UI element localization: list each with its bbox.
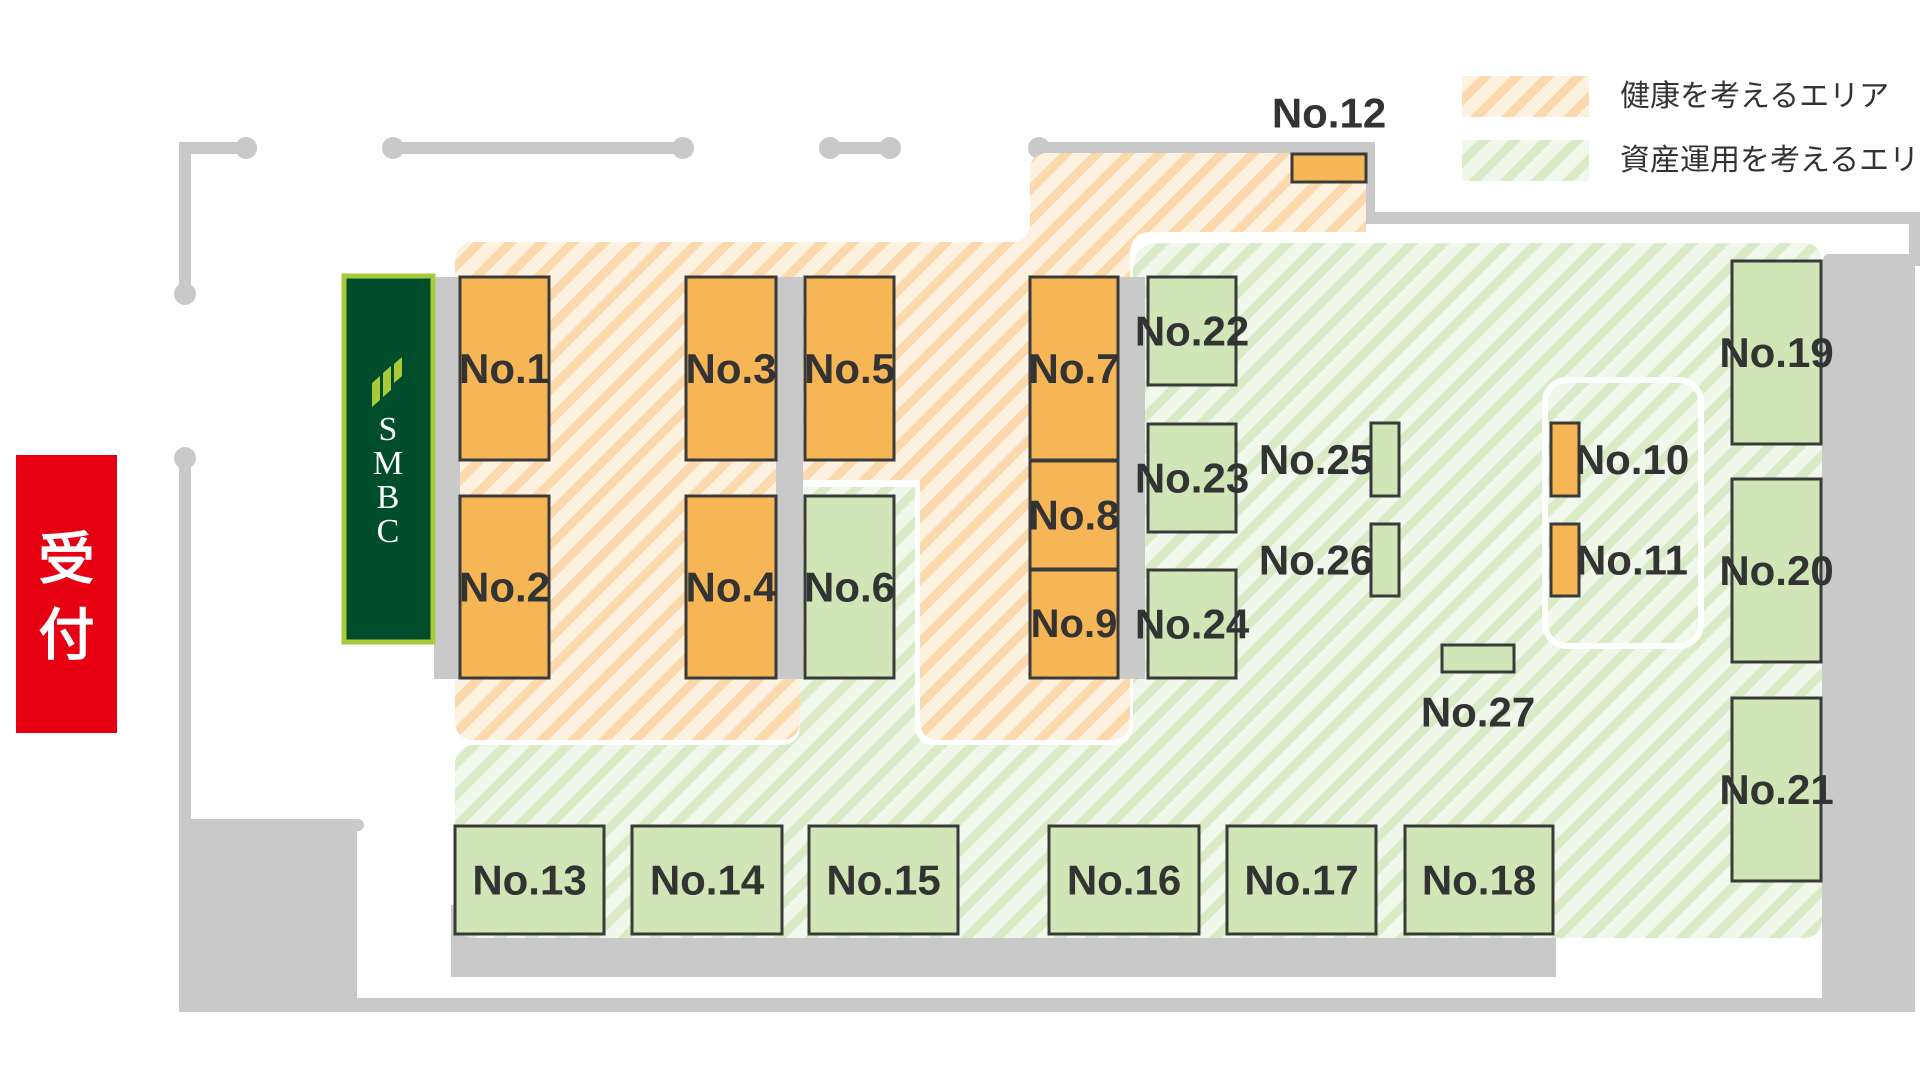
booth-9[interactable]: No.9	[1028, 568, 1120, 680]
booth-5[interactable]: No.5	[803, 275, 896, 462]
booth-13[interactable]: No.13	[453, 824, 606, 936]
booth-8[interactable]: No.8	[1028, 459, 1120, 571]
svg-text:M: M	[373, 445, 403, 482]
booth-label: No.8	[1028, 492, 1119, 539]
booth-12[interactable]: No.12	[1272, 90, 1386, 184]
booth-label: No.1	[459, 345, 550, 392]
booths: No.1 No.2 No.3 No.4 No.5 No.6 No.7 No.8 …	[453, 90, 1834, 936]
booth-7[interactable]: No.7	[1028, 275, 1120, 462]
booth-label: No.4	[685, 564, 777, 611]
booth-25[interactable]: No.25	[1259, 421, 1401, 498]
booth-27[interactable]: No.27	[1421, 643, 1535, 736]
legend-item-health: 健康を考えるエリア	[1462, 76, 1889, 117]
booth-label: No.6	[804, 564, 895, 611]
booth-label: No.22	[1135, 308, 1249, 355]
booth-11[interactable]: No.11	[1549, 522, 1688, 598]
booth-label: No.14	[650, 857, 765, 904]
smbc-logo: S M B C	[341, 273, 436, 645]
booth-20[interactable]: No.20	[1719, 477, 1834, 664]
booth-6[interactable]: No.6	[803, 494, 896, 680]
booth-label: No.25	[1259, 436, 1373, 483]
reception: 受 付	[16, 455, 117, 733]
svg-text:C: C	[377, 513, 400, 550]
reception-label-2: 付	[39, 604, 95, 669]
booth-19[interactable]: No.19	[1719, 259, 1834, 446]
booth-label: No.5	[804, 345, 895, 392]
booth-26[interactable]: No.26	[1259, 522, 1401, 598]
booth-label: No.20	[1719, 547, 1833, 594]
booth-label: No.10	[1575, 436, 1689, 483]
booth-label: No.19	[1719, 329, 1833, 376]
booth-21[interactable]: No.21	[1719, 696, 1834, 883]
booth-label: No.21	[1719, 766, 1833, 813]
booth-label: No.7	[1028, 345, 1119, 392]
booth-label: No.2	[459, 564, 550, 611]
svg-text:B: B	[377, 479, 400, 516]
booth-label: No.13	[472, 857, 586, 904]
booth-18[interactable]: No.18	[1403, 824, 1555, 936]
booth-label: No.18	[1422, 857, 1536, 904]
booth-3[interactable]: No.3	[684, 275, 778, 462]
booth-14[interactable]: No.14	[630, 824, 784, 936]
booth-15[interactable]: No.15	[807, 824, 960, 936]
booth-4[interactable]: No.4	[684, 494, 778, 680]
legend-label-asset: 資産運用を考えるエリア	[1620, 143, 1920, 178]
booth-label: No.9	[1031, 602, 1118, 646]
booth-label: No.3	[685, 345, 776, 392]
smbc-leaf-icon	[372, 357, 402, 407]
booth-label: No.24	[1135, 601, 1250, 648]
dividers	[434, 277, 1145, 679]
booth-label: No.23	[1135, 455, 1249, 502]
booth-24[interactable]: No.24	[1135, 568, 1250, 680]
booth-23[interactable]: No.23	[1135, 422, 1249, 534]
booth-16[interactable]: No.16	[1047, 824, 1201, 936]
booth-1[interactable]: No.1	[458, 275, 551, 462]
smbc-logo-text: S M B C	[373, 411, 403, 550]
legend-label-health: 健康を考えるエリア	[1620, 79, 1889, 114]
booth-17[interactable]: No.17	[1225, 824, 1378, 936]
booth-2[interactable]: No.2	[458, 494, 551, 680]
svg-text:S: S	[379, 411, 398, 448]
booth-10[interactable]: No.10	[1549, 421, 1689, 498]
legend: 健康を考えるエリア 資産運用を考えるエリア	[1462, 76, 1920, 181]
booth-label: No.26	[1259, 537, 1373, 584]
booth-label: No.11	[1576, 537, 1688, 584]
booth-label: No.15	[826, 857, 940, 904]
booth-label: No.16	[1067, 857, 1181, 904]
booth-22[interactable]: No.22	[1135, 275, 1249, 387]
booth-label: No.12	[1272, 90, 1386, 137]
booth-label: No.17	[1244, 857, 1358, 904]
reception-label-1: 受	[39, 528, 95, 593]
legend-item-asset: 資産運用を考えるエリア	[1462, 140, 1920, 181]
booth-label: No.27	[1421, 689, 1535, 736]
